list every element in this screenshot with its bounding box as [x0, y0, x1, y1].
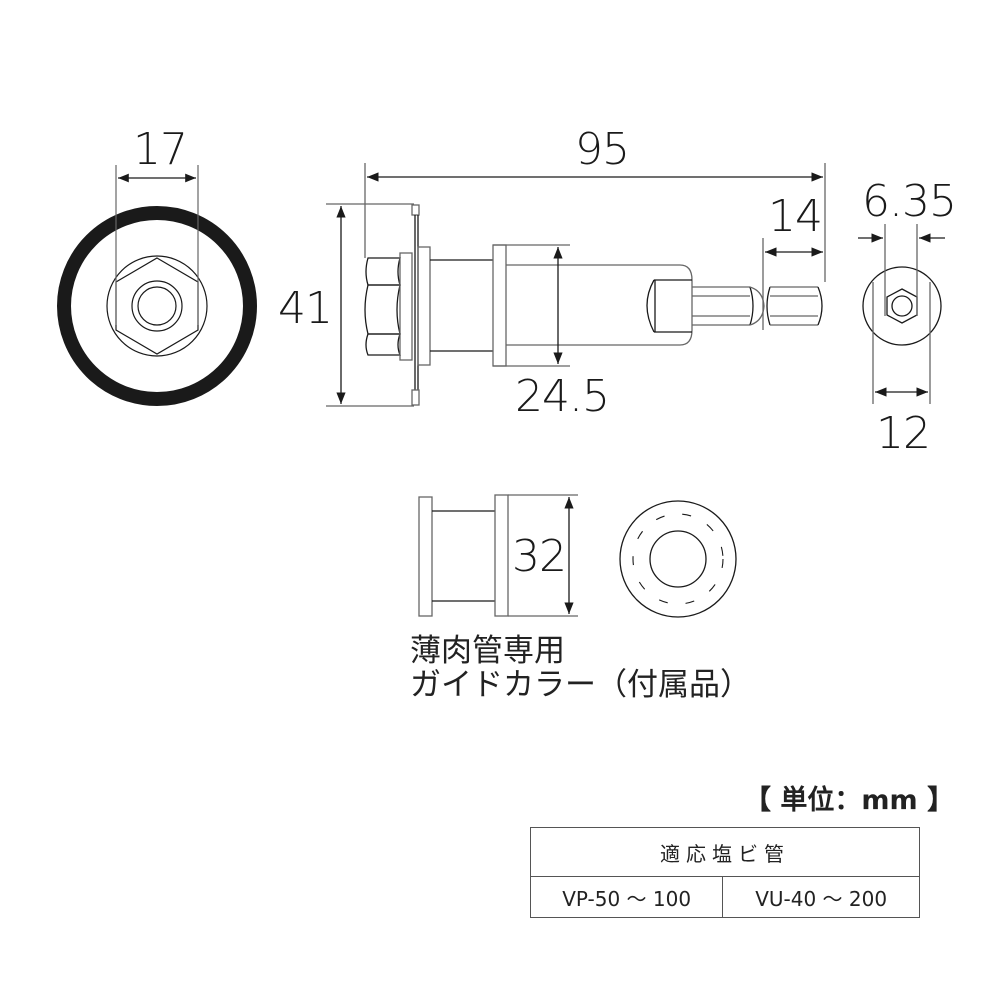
caption-line-1: 薄肉管専用	[410, 633, 565, 669]
dim-bit-hex: 6.35	[862, 176, 957, 227]
table-cell-vu: VU-40 〜 200	[722, 876, 920, 918]
front-view	[57, 165, 257, 406]
unit-label: 【 単位：mm 】	[744, 785, 955, 816]
compatible-pipe-table: 適応塩ビ管 VP-50 〜 100 VU-40 〜 200	[529, 827, 920, 918]
dim-body-diameter: 24.5	[515, 371, 610, 422]
table-row: VP-50 〜 100 VU-40 〜 200	[529, 876, 920, 918]
dim-bit-length: 14	[768, 191, 823, 242]
guide-collar-drawing	[418, 494, 737, 618]
table-header: 適応塩ビ管	[530, 827, 920, 877]
dim-hex-width: 17	[133, 124, 188, 175]
side-view	[326, 163, 826, 407]
caption-line-2: ガイドカラー（付属品）	[410, 667, 751, 703]
end-view	[858, 224, 945, 404]
dim-shank-diameter: 12	[876, 408, 931, 459]
dim-overall-length: 95	[575, 124, 630, 175]
guide-collar-caption: 薄肉管専用 ガイドカラー（付属品）	[410, 634, 751, 702]
dim-flange-diameter: 41	[278, 283, 333, 334]
table-cell-vp: VP-50 〜 100	[529, 876, 724, 918]
dim-collar-diameter: 32	[512, 531, 567, 582]
